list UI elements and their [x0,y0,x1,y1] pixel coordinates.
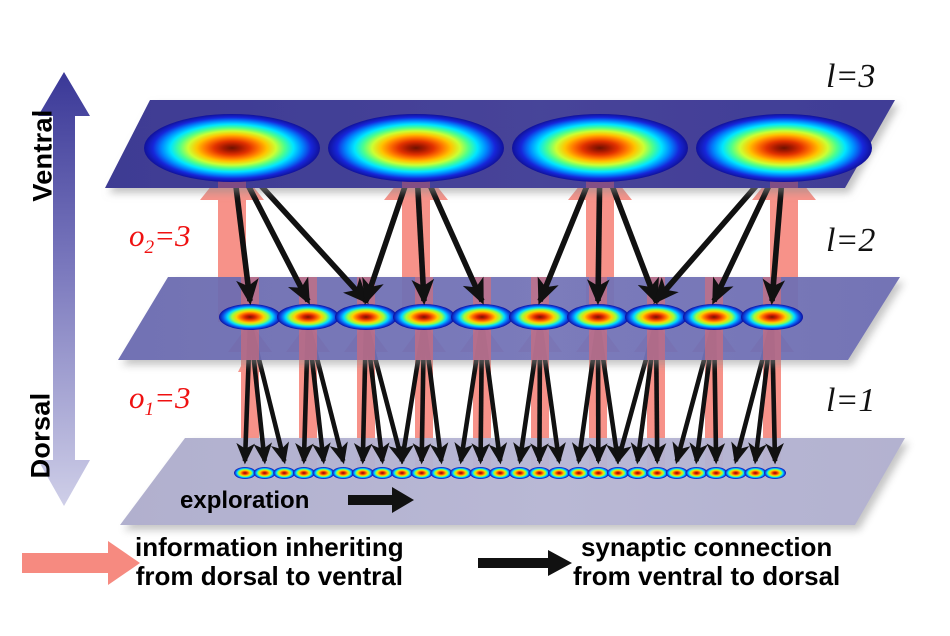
dorsal-axis-label: Dorsal [25,392,56,479]
layer-node [312,467,335,479]
layer-node [391,467,414,479]
o1-sub: 1 [144,399,155,421]
layer-node [489,467,512,479]
layer-node [508,467,531,479]
layer-1-label: l=1 [826,382,876,419]
layer-node [665,467,688,479]
layer-node [449,467,472,479]
layer-node [646,467,669,479]
legend-inherit-line2: from dorsal to ventral [135,561,403,592]
layer-node [724,467,747,479]
layer-node [393,304,455,330]
layer-node [273,467,296,479]
layer-node [292,467,315,479]
layer-node [625,304,687,330]
layer-3-nodes [144,114,872,182]
layer-node [328,114,504,182]
legend-synaptic-line1: synaptic connection [580,532,833,562]
layer-node [626,467,649,479]
layer-node [567,467,590,479]
layer-node [410,467,433,479]
legend-inherit-line1: information inheriting [135,532,404,562]
legend-inherit-text: information inheriting from dorsal to ve… [135,532,404,592]
layer-2-nodes [219,304,803,330]
o1-base: o [129,380,145,415]
layer-node [509,304,571,330]
layer-node [587,467,610,479]
o1-value: =3 [154,380,191,415]
layer-node [253,467,276,479]
layer-node [512,114,688,182]
layer-node [277,304,339,330]
legend-synaptic-text: synaptic connection from ventral to dors… [573,532,841,592]
layer-node [685,467,708,479]
layer-3-label: l=3 [826,58,876,95]
exploration-label: exploration [180,487,310,514]
o1-annotation: o1=3 [129,380,191,421]
layer-node [430,467,453,479]
layer-node [744,467,767,479]
layer-node [696,114,872,182]
layer-node [683,304,745,330]
layer-node [567,304,629,330]
legend-synaptic-line2: from ventral to dorsal [573,561,841,592]
layer-node [351,467,374,479]
layer-1-nodes [234,467,786,479]
legend-synaptic-arrow [478,550,572,576]
layer-node [451,304,513,330]
layer-node [548,467,571,479]
o2-base: o [129,218,145,253]
layer-node [234,467,256,479]
layer-node [332,467,355,479]
o2-value: =3 [154,218,191,253]
layer-node [764,467,786,479]
layer-node [371,467,394,479]
o2-annotation: o2=3 [129,218,191,259]
layer-node [144,114,320,182]
legend-inherit-arrow [22,541,140,585]
o2-sub: 2 [144,237,155,259]
ventral-dorsal-axis-arrow [38,72,90,506]
exploration-arrow [348,487,414,513]
ventral-axis-label: Ventral [27,109,58,202]
layer-node [469,467,492,479]
layer-node [335,304,397,330]
layer-node [705,467,728,479]
layer-2-label: l=2 [826,222,876,259]
layer-node [219,304,281,330]
layer-node [528,467,551,479]
layer-node [741,304,803,330]
layer-node [606,467,629,479]
